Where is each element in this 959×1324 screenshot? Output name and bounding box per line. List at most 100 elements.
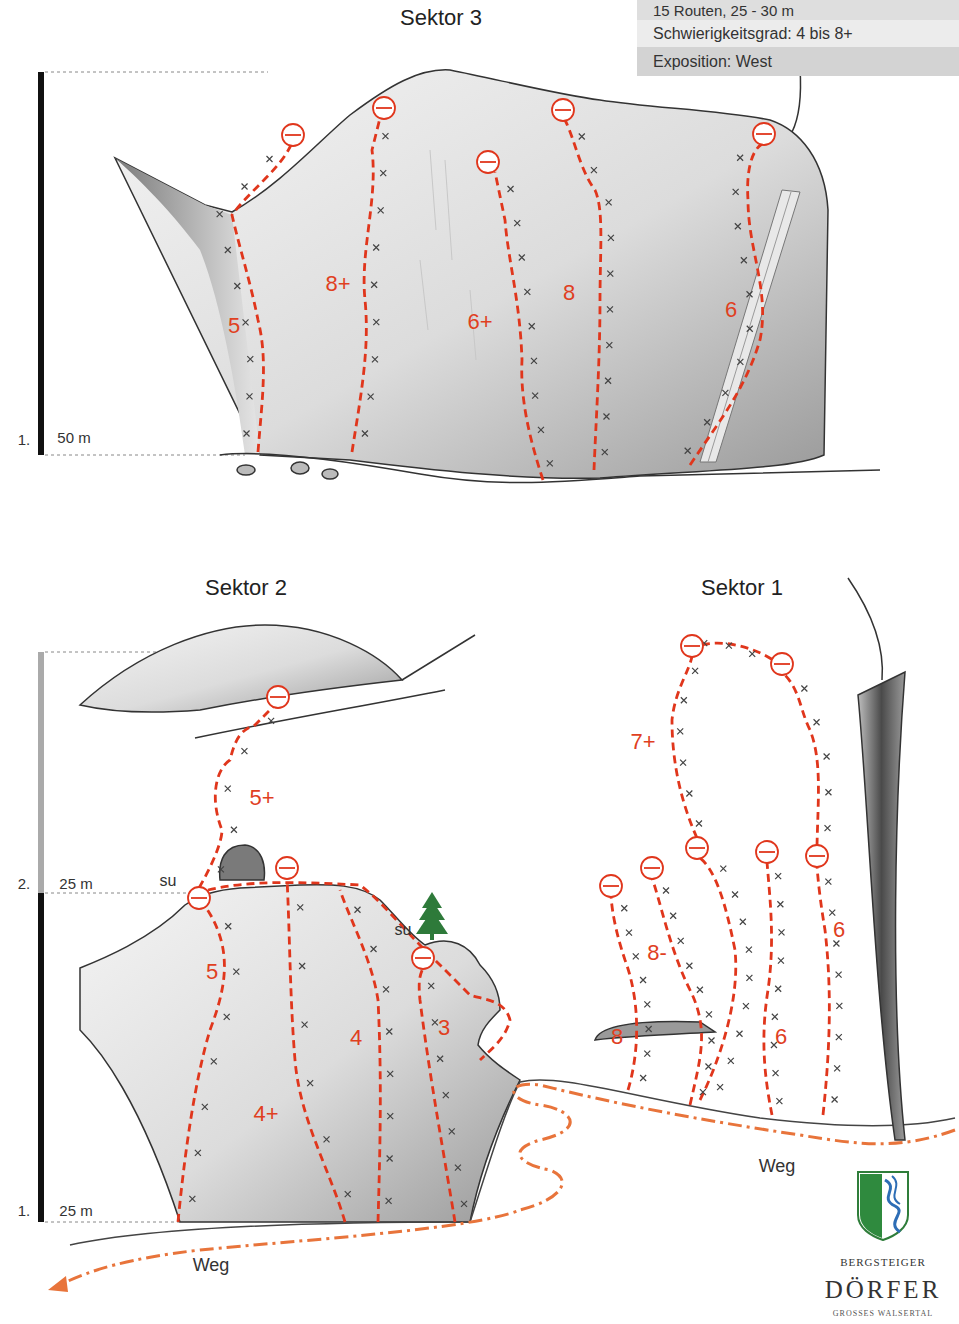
topo-stroke xyxy=(178,906,224,1222)
bolt-mark xyxy=(680,760,686,766)
bolt-mark xyxy=(722,390,728,396)
grade-label: 6 xyxy=(725,298,737,322)
bolt-mark xyxy=(243,319,249,325)
bolt-mark xyxy=(640,977,646,983)
bolt-mark xyxy=(362,431,368,437)
bolt-mark xyxy=(779,929,785,935)
bolt-mark xyxy=(195,1150,201,1156)
anchor-symbol xyxy=(753,123,775,145)
tree-symbol xyxy=(416,892,448,940)
bolt-mark xyxy=(524,289,530,295)
logo-text: DÖRFER xyxy=(825,1276,942,1304)
bolt-mark xyxy=(737,359,743,365)
anchor-symbol xyxy=(686,837,708,859)
anchor-bar xyxy=(774,663,790,665)
bolt-mark xyxy=(302,1022,308,1028)
anchor-symbol xyxy=(282,124,304,146)
bolt-mark xyxy=(371,282,377,288)
topo-stroke xyxy=(45,72,268,73)
topo-stroke xyxy=(611,896,637,1090)
bolt-mark xyxy=(603,413,609,419)
topo-stroke xyxy=(291,462,309,474)
bolt-mark xyxy=(778,958,784,964)
anchor-bar xyxy=(759,851,775,853)
bolt-mark xyxy=(746,975,752,981)
bolt-mark xyxy=(324,1136,330,1142)
anchor-bar xyxy=(279,867,295,869)
bolt-mark xyxy=(720,866,726,872)
path-label: Weg xyxy=(193,1256,230,1276)
topo-stroke xyxy=(232,143,292,452)
anchor-symbol xyxy=(477,151,499,173)
anchor-symbol xyxy=(267,686,289,708)
bolt-mark xyxy=(834,1065,840,1071)
bolt-mark xyxy=(380,170,386,176)
grade-label: 6 xyxy=(833,918,845,942)
anchor-symbol xyxy=(681,635,703,657)
bolt-mark xyxy=(747,291,753,297)
bolt-mark xyxy=(747,326,753,332)
anchor-bar xyxy=(415,957,431,959)
bolt-mark xyxy=(579,134,585,140)
bolt-mark xyxy=(700,1089,706,1095)
topo-stroke xyxy=(45,455,245,456)
bolt-mark xyxy=(775,873,781,879)
topo-stroke xyxy=(702,643,773,660)
bolt-mark xyxy=(602,449,608,455)
grade-label: 6+ xyxy=(467,310,492,334)
anchor-bar xyxy=(376,107,392,109)
bolt-mark xyxy=(677,728,683,734)
path-label: Weg xyxy=(759,1157,796,1177)
bolt-mark xyxy=(824,753,830,759)
topo-stroke xyxy=(199,706,274,888)
bolt-mark xyxy=(777,901,783,907)
bolt-mark xyxy=(717,1084,723,1090)
anchor-bar xyxy=(644,867,660,869)
scale-label: 2. xyxy=(18,876,31,893)
topo-stroke xyxy=(220,845,265,880)
anchor-bar xyxy=(270,696,286,698)
anchor-symbol xyxy=(600,875,622,897)
topo-stroke xyxy=(792,68,801,132)
bolt-mark xyxy=(428,983,434,989)
bolt-mark xyxy=(224,1014,230,1020)
bolt-mark xyxy=(626,930,632,936)
bolt-mark xyxy=(368,394,374,400)
bolt-mark xyxy=(746,947,752,953)
grade-label: 5 xyxy=(228,314,240,338)
topo-stroke xyxy=(652,878,702,1105)
bolt-mark xyxy=(772,1014,778,1020)
scale-bar xyxy=(38,72,44,455)
scale-bar xyxy=(38,893,44,1222)
scale-label: 1. xyxy=(18,432,31,449)
bolt-mark xyxy=(681,697,687,703)
bolt-mark xyxy=(519,255,525,261)
topo-stroke xyxy=(115,70,828,478)
bolt-mark xyxy=(696,820,702,826)
grade-label: 7+ xyxy=(630,730,655,754)
anchor-symbol xyxy=(412,947,434,969)
anchor-symbol xyxy=(188,887,210,909)
bolt-mark xyxy=(704,419,710,425)
bolt-mark xyxy=(531,358,537,364)
bolt-mark xyxy=(241,748,247,754)
topo-stroke xyxy=(892,1176,900,1204)
bolt-mark xyxy=(373,319,379,325)
grade-label: 6 xyxy=(775,1025,787,1049)
bolt-mark xyxy=(685,448,691,454)
bolt-mark xyxy=(455,1165,461,1171)
rock-face xyxy=(115,68,880,483)
bolt-mark xyxy=(387,1071,393,1077)
bolt-mark xyxy=(726,643,732,649)
topo-stroke xyxy=(430,934,434,940)
topo-stroke xyxy=(352,118,380,452)
grade-label: 8- xyxy=(647,941,667,965)
bolt-mark xyxy=(247,356,253,362)
anchor-bar xyxy=(809,855,825,857)
bolt-mark xyxy=(621,905,627,911)
logo-text: GROSSES WALSERTAL xyxy=(833,1310,933,1319)
bolt-mark xyxy=(267,156,273,162)
info-text: Exposition: West xyxy=(653,53,772,71)
path-line xyxy=(62,1084,955,1284)
